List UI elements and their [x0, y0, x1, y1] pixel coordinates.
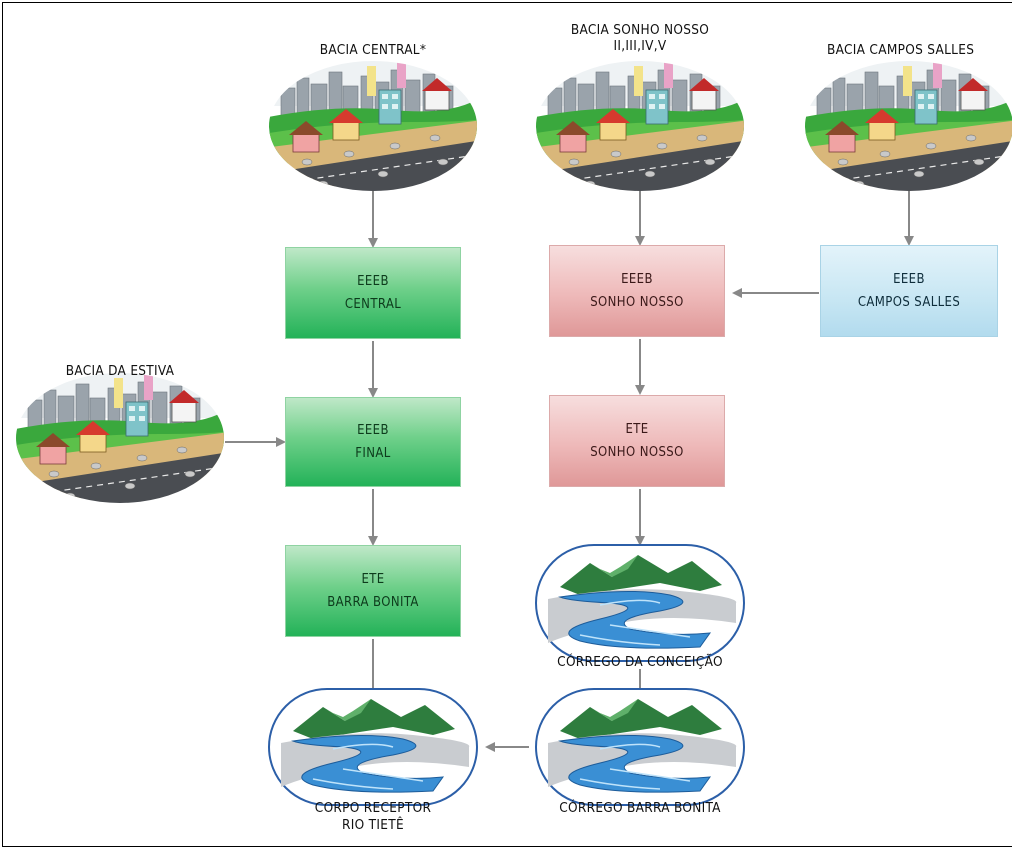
eeeb-campos-salles-line1: EEEB [893, 272, 925, 287]
label-bacia-sonho-nosso-line2: II,III,IV,V [613, 38, 667, 54]
corrego-barra-bonita-illustration [535, 688, 745, 806]
eeeb-final-line1: EEEB [357, 423, 389, 438]
river-illustrations [268, 544, 745, 806]
eeeb-final-line2: FINAL [355, 446, 391, 461]
label-bacia-estiva: BACIA DA ESTIVA [65, 363, 175, 379]
corrego-conceicao-illustration [535, 544, 745, 662]
eeeb-sonho-nosso-box: EEEB SONHO NOSSO [549, 245, 725, 337]
eeeb-sonho-nosso-line1: EEEB [621, 272, 653, 287]
flow-arrows [225, 191, 914, 752]
eeeb-campos-salles-box: EEEB CAMPOS SALLES [820, 245, 998, 337]
label-corpo-receptor-line1: CORPO RECEPTOR [314, 800, 432, 816]
label-bacia-campos-salles: BACIA CAMPOS SALLES [827, 42, 975, 58]
label-bacia-sonho-nosso-line1: BACIA SONHO NOSSO [570, 22, 710, 38]
eeeb-central-line1: EEEB [357, 274, 389, 289]
ete-barra-bonita-line2: BARRA BONITA [327, 595, 419, 610]
eeeb-central-box: EEEB CENTRAL [285, 247, 461, 339]
ete-barra-bonita-box: ETE BARRA BONITA [285, 545, 461, 637]
ete-barra-bonita-line1: ETE [361, 572, 385, 587]
eeeb-central-line2: CENTRAL [344, 297, 402, 312]
label-bacia-central: BACIA CENTRAL* [319, 42, 427, 58]
eeeb-campos-salles-line2: CAMPOS SALLES [857, 295, 961, 310]
ete-sonho-nosso-line1: ETE [625, 422, 649, 437]
rio-tiete-illustration [268, 688, 478, 806]
label-corrego-barra-bonita: CÓRREGO BARRA BONITA [559, 800, 721, 816]
eeeb-sonho-nosso-line2: SONHO NOSSO [590, 295, 684, 310]
eeeb-final-box: EEEB FINAL [285, 397, 461, 487]
ete-sonho-nosso-line2: SONHO NOSSO [590, 445, 684, 460]
label-corpo-receptor-line2: RIO TIETÊ [342, 817, 404, 833]
label-corrego-conceicao: CÓRREGO DA CONCEIÇÃO [557, 654, 723, 670]
ete-sonho-nosso-box: ETE SONHO NOSSO [549, 395, 725, 487]
